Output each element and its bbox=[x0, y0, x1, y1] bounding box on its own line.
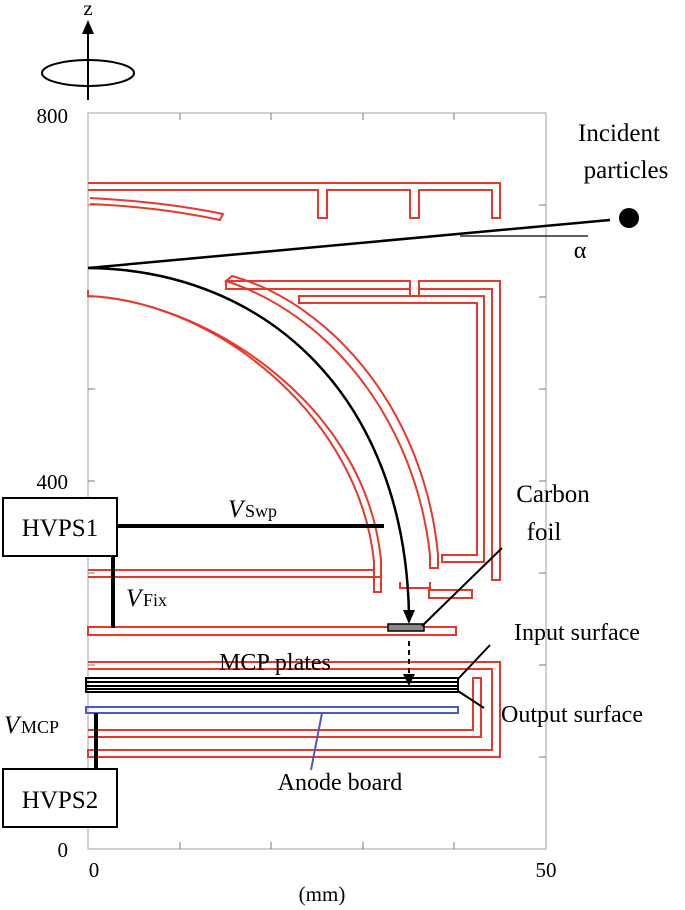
rotation-axis-symbol: z bbox=[41, 0, 135, 100]
carbon-label-line2: foil bbox=[527, 519, 562, 546]
mid-electrode-upper bbox=[225, 280, 501, 581]
output-surface-label: Output surface bbox=[501, 702, 643, 728]
y-tick-0: 0 bbox=[58, 838, 69, 862]
deflected-trajectory bbox=[87, 266, 411, 616]
hvps1-group: HVPS1 V Swp V Fix bbox=[2, 496, 384, 628]
incident-label-line2: particles bbox=[584, 157, 669, 184]
anode-board-label: Anode board bbox=[278, 770, 403, 796]
plot-frame: 800 400 0 0 50 (mm) bbox=[37, 104, 557, 906]
carbon-foil-leader bbox=[421, 547, 503, 627]
input-surface-leader bbox=[457, 644, 491, 680]
anode-board bbox=[85, 706, 459, 714]
z-arrow-head bbox=[82, 20, 94, 34]
foil-tab-electrode bbox=[428, 589, 473, 599]
particle-trajectory bbox=[87, 218, 611, 686]
output-surface-leader bbox=[457, 690, 485, 709]
secondary-arrow-head bbox=[403, 674, 415, 686]
anode-board-leader bbox=[310, 712, 323, 771]
hvps2-group: HVPS2 V MCP bbox=[2, 712, 118, 828]
incident-label-line1: Incident bbox=[578, 120, 660, 147]
rotation-ellipse bbox=[41, 59, 135, 87]
hvps1-label: HVPS1 bbox=[22, 515, 98, 542]
nested-frame-electrode bbox=[298, 295, 485, 563]
electrode-group bbox=[87, 182, 501, 758]
top-electrode bbox=[88, 182, 501, 219]
fix-electrode-upper bbox=[88, 569, 382, 593]
hvps2-label: HVPS2 bbox=[22, 787, 98, 814]
vswp-sub: Swp bbox=[245, 501, 277, 521]
alpha-label: α bbox=[574, 238, 587, 264]
outer-deflector-electrode bbox=[223, 274, 439, 569]
bottom-inner-electrode bbox=[88, 677, 482, 738]
mcp-input-electrode bbox=[87, 626, 457, 636]
x-tick-50: 50 bbox=[536, 858, 557, 882]
inner-deflector-electrode bbox=[87, 290, 382, 593]
y-tick-400: 400 bbox=[37, 470, 69, 494]
x-tick-0: 0 bbox=[89, 858, 100, 882]
vfix-sub: Fix bbox=[143, 590, 167, 610]
vmcp-v: V bbox=[4, 712, 22, 739]
z-axis-label: z bbox=[83, 0, 92, 20]
upper-curved-electrode bbox=[89, 197, 225, 222]
mcp-plates-label: MCP plates bbox=[219, 650, 331, 676]
mcp-plates bbox=[85, 677, 459, 693]
bottom-box-electrode bbox=[87, 661, 501, 758]
vmcp-sub: MCP bbox=[21, 717, 59, 737]
carbon-foil bbox=[387, 623, 425, 632]
carbon-label-line1: Carbon bbox=[516, 481, 590, 508]
vfix-v: V bbox=[126, 585, 144, 612]
vswp-v: V bbox=[228, 496, 246, 523]
incident-particle-dot bbox=[619, 208, 639, 228]
incident-path-line bbox=[87, 218, 611, 270]
hvps2-box bbox=[2, 768, 118, 828]
y-tick-800: 800 bbox=[37, 104, 69, 128]
fix-electrode-right bbox=[399, 582, 431, 589]
x-unit-label: (mm) bbox=[299, 882, 346, 906]
trajectory-arrow-head bbox=[403, 610, 415, 624]
input-surface-label: Input surface bbox=[514, 620, 640, 646]
